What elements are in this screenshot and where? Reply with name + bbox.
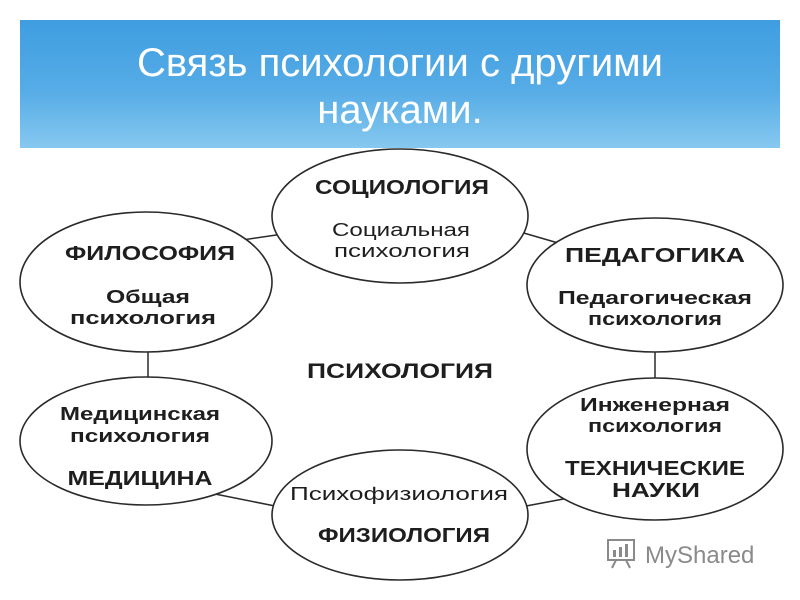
slide-title: Связь психологии с другими науками.	[136, 41, 663, 132]
watermark-text: MyShared	[645, 542, 754, 569]
node-sociology: СОЦИОЛОГИЯ Социальная психология	[271, 148, 529, 284]
branch-label-social-line2: психология	[334, 241, 470, 261]
center-label: ПСИХОЛОГИЯ	[307, 360, 493, 383]
node-physiology-ellipse	[271, 449, 529, 581]
node-medicine-ellipse	[19, 376, 273, 506]
watermark-logo: MyShared	[607, 539, 754, 569]
node-medicine: Медицинская психология МЕДИЦИНА	[19, 376, 273, 506]
node-pedagogy-ellipse	[526, 217, 784, 353]
branch-label-general-line2: психология	[70, 308, 216, 328]
branch-label-general-line1: Общая	[106, 287, 190, 307]
branch-label-medical-line1: Медицинская	[60, 404, 220, 424]
node-technical-sciences-ellipse	[526, 377, 784, 521]
branch-label-social-line1: Социальная	[332, 220, 470, 240]
node-pedagogy: ПЕДАГОГИКА Педагогическая психология	[526, 217, 784, 353]
branch-label-engineering-line1: Инженерная	[580, 395, 730, 415]
branch-label-psychophysiology: Психофизиология	[290, 484, 508, 504]
node-physiology: Психофизиология ФИЗИОЛОГИЯ	[271, 449, 529, 581]
science-label-technical-line1: ТЕХНИЧЕСКИЕ	[565, 458, 745, 480]
node-sociology-ellipse	[271, 148, 529, 284]
science-label-technical-line2: НАУКИ	[612, 480, 700, 502]
presentation-board-icon	[607, 539, 635, 569]
slide-header: Связь психологии с другими науками.	[20, 20, 780, 148]
branch-label-pedagogical-line1: Педагогическая	[558, 288, 752, 308]
branch-label-engineering-line2: психология	[588, 416, 722, 436]
node-technical-sciences: Инженерная психология ТЕХНИЧЕСКИЕ НАУКИ	[526, 377, 784, 521]
science-label-pedagogy: ПЕДАГОГИКА	[565, 245, 745, 267]
branch-label-medical-line2: психология	[70, 426, 210, 446]
science-label-physiology: ФИЗИОЛОГИЯ	[318, 525, 490, 547]
branch-label-pedagogical-line2: психология	[588, 309, 722, 329]
science-label-philosophy: ФИЛОСОФИЯ	[65, 243, 235, 265]
science-label-medicine: МЕДИЦИНА	[68, 468, 213, 490]
node-philosophy-ellipse	[19, 211, 273, 353]
science-label-sociology: СОЦИОЛОГИЯ	[315, 177, 489, 199]
node-philosophy: ФИЛОСОФИЯ Общая психология	[19, 211, 273, 353]
